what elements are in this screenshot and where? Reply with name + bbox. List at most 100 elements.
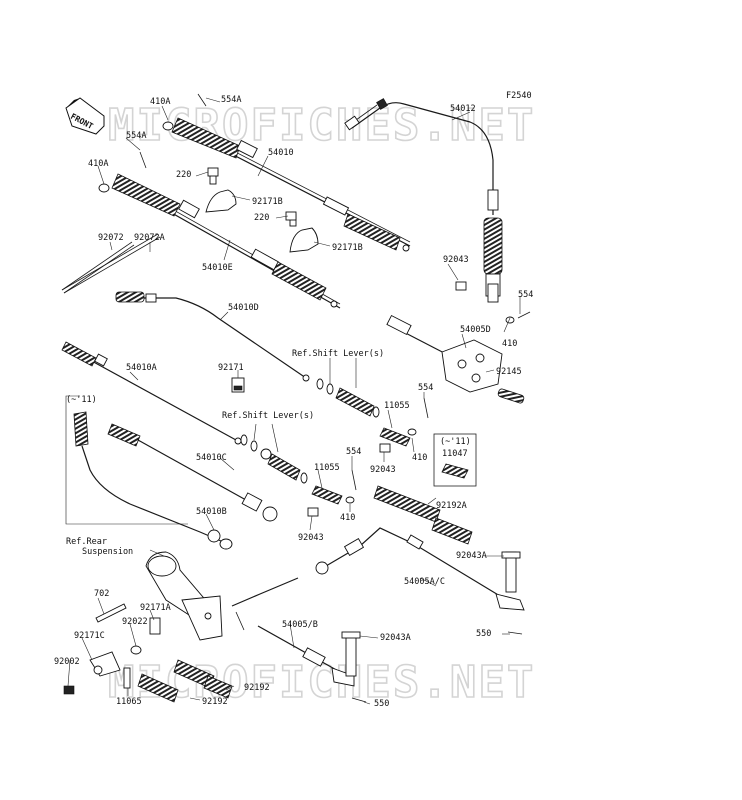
rear-suspension-lever <box>145 551 223 641</box>
bracket-92171C <box>89 651 121 677</box>
leader-lines <box>67 97 521 705</box>
spring-group-2 <box>240 434 308 484</box>
pin-554-mid <box>423 397 429 419</box>
label-92022: 92022 <box>122 617 148 627</box>
boot-92192 <box>137 659 233 703</box>
label-92043-mid: 92043 <box>370 465 396 475</box>
label-554A-mid: 554A <box>126 131 146 141</box>
label-92192-b: 92192 <box>202 697 228 707</box>
washer-410A-mid <box>98 183 110 193</box>
label-554-mid: 554 <box>418 383 433 393</box>
label-410-top: 410 <box>502 339 517 349</box>
label-92171A: 92171A <box>140 603 171 613</box>
label-ref-shift-2: Ref.Shift Lever(s) <box>222 411 314 421</box>
label-410-low: 410 <box>340 513 355 523</box>
label-92171: 92171 <box>218 363 244 373</box>
part-labels: 554A 410A 554A 410A 54012 54010 220 9217… <box>54 95 533 709</box>
label-11055-a: 11055 <box>384 401 410 411</box>
cable-54005B <box>231 577 355 687</box>
label-92192A: 92192A <box>436 501 467 511</box>
label-92171B-a: 92171B <box>252 197 283 207</box>
label-54005B: 54005/B <box>282 620 318 630</box>
spring-group-1 <box>316 378 380 418</box>
cable-54010D <box>115 291 310 382</box>
label-410A-mid: 410A <box>88 159 108 169</box>
label-92043-top: 92043 <box>443 255 469 265</box>
pin-702 <box>95 603 127 623</box>
label-54010B: 54010B <box>196 507 227 517</box>
cable-54010 <box>171 117 411 252</box>
bolt-92043-low <box>307 507 319 517</box>
pin-550-b <box>351 697 367 703</box>
label-11055-b: 11055 <box>314 463 340 473</box>
label-54010A: 54010A <box>126 363 157 373</box>
label-550-a: 550 <box>476 629 491 639</box>
pin-11065 <box>123 667 131 689</box>
label-550-b: 550 <box>374 699 389 709</box>
label-220-b: 220 <box>254 213 269 223</box>
label-54010C: 54010C <box>196 453 227 463</box>
figure-code: F2540 <box>506 91 532 101</box>
label-11065: 11065 <box>116 697 142 707</box>
cable-54010E <box>111 173 341 309</box>
bolt-92043-mid <box>379 443 391 453</box>
clip-92171A <box>149 617 161 635</box>
label-paren-11-a: (~'11) <box>66 395 97 405</box>
label-92002: 92002 <box>54 657 80 667</box>
bracket-92171B-a <box>205 171 237 213</box>
block-11055-a <box>379 427 411 447</box>
label-92171C: 92171C <box>74 631 105 641</box>
label-92192-a: 92192 <box>244 683 270 693</box>
bolt-92002 <box>63 685 75 695</box>
box-11047 <box>433 433 477 487</box>
bolt-92043A-a <box>501 551 521 593</box>
label-54005D: 54005D <box>460 325 491 335</box>
strap-92072 <box>61 233 161 294</box>
washer-410-low <box>345 496 355 504</box>
bracket-line-11 <box>65 395 188 525</box>
bolt-220-a <box>207 167 219 177</box>
label-54012: 54012 <box>450 104 476 114</box>
label-ref-shift-1: Ref.Shift Lever(s) <box>292 349 384 359</box>
cable-54010B <box>73 411 233 550</box>
pin-554-low <box>351 469 357 491</box>
cable-54010C <box>107 423 278 522</box>
cable-54005D <box>386 314 525 404</box>
bolt-92043-top <box>455 281 467 291</box>
washer-410-mid <box>407 428 417 436</box>
label-ref-rear-2: Suspension <box>82 547 133 557</box>
bolt-220-b <box>285 211 297 221</box>
label-220-a: 220 <box>176 170 191 180</box>
cable-54012 <box>344 98 503 303</box>
label-410A-top: 410A <box>150 97 170 107</box>
front-arrow-icon: FRONT <box>62 97 105 135</box>
label-ref-rear-1: Ref.Rear <box>66 537 107 547</box>
label-92043-low: 92043 <box>298 533 324 543</box>
boot-92192A <box>373 485 473 545</box>
label-554A-top: 554A <box>221 95 241 105</box>
label-11047: 11047 <box>442 449 468 459</box>
label-54010D: 54010D <box>228 303 259 313</box>
label-92072: 92072 <box>98 233 124 243</box>
pin-550-a <box>507 631 523 635</box>
washer-410A-top <box>162 121 174 131</box>
pin-554A-mid <box>139 151 147 169</box>
label-paren-11-b: (~'11) <box>440 437 471 447</box>
label-702: 702 <box>94 589 109 599</box>
washer-92022 <box>130 645 142 655</box>
label-54010E: 54010E <box>202 263 233 273</box>
cable-54005A-C <box>315 527 525 611</box>
clip-92171 <box>231 377 245 393</box>
label-92072A: 92072A <box>134 233 165 243</box>
label-54010: 54010 <box>268 148 294 158</box>
label-410-mid: 410 <box>412 453 427 463</box>
pin-554-top <box>517 311 531 319</box>
label-92145: 92145 <box>496 367 522 377</box>
label-554-low: 554 <box>346 447 361 457</box>
pin-554A-top <box>197 93 207 107</box>
label-54005AC: 54005A/C <box>404 577 445 587</box>
block-11055-b <box>311 485 343 505</box>
washer-410-top <box>505 316 515 324</box>
label-92043A-b: 92043A <box>380 633 411 643</box>
